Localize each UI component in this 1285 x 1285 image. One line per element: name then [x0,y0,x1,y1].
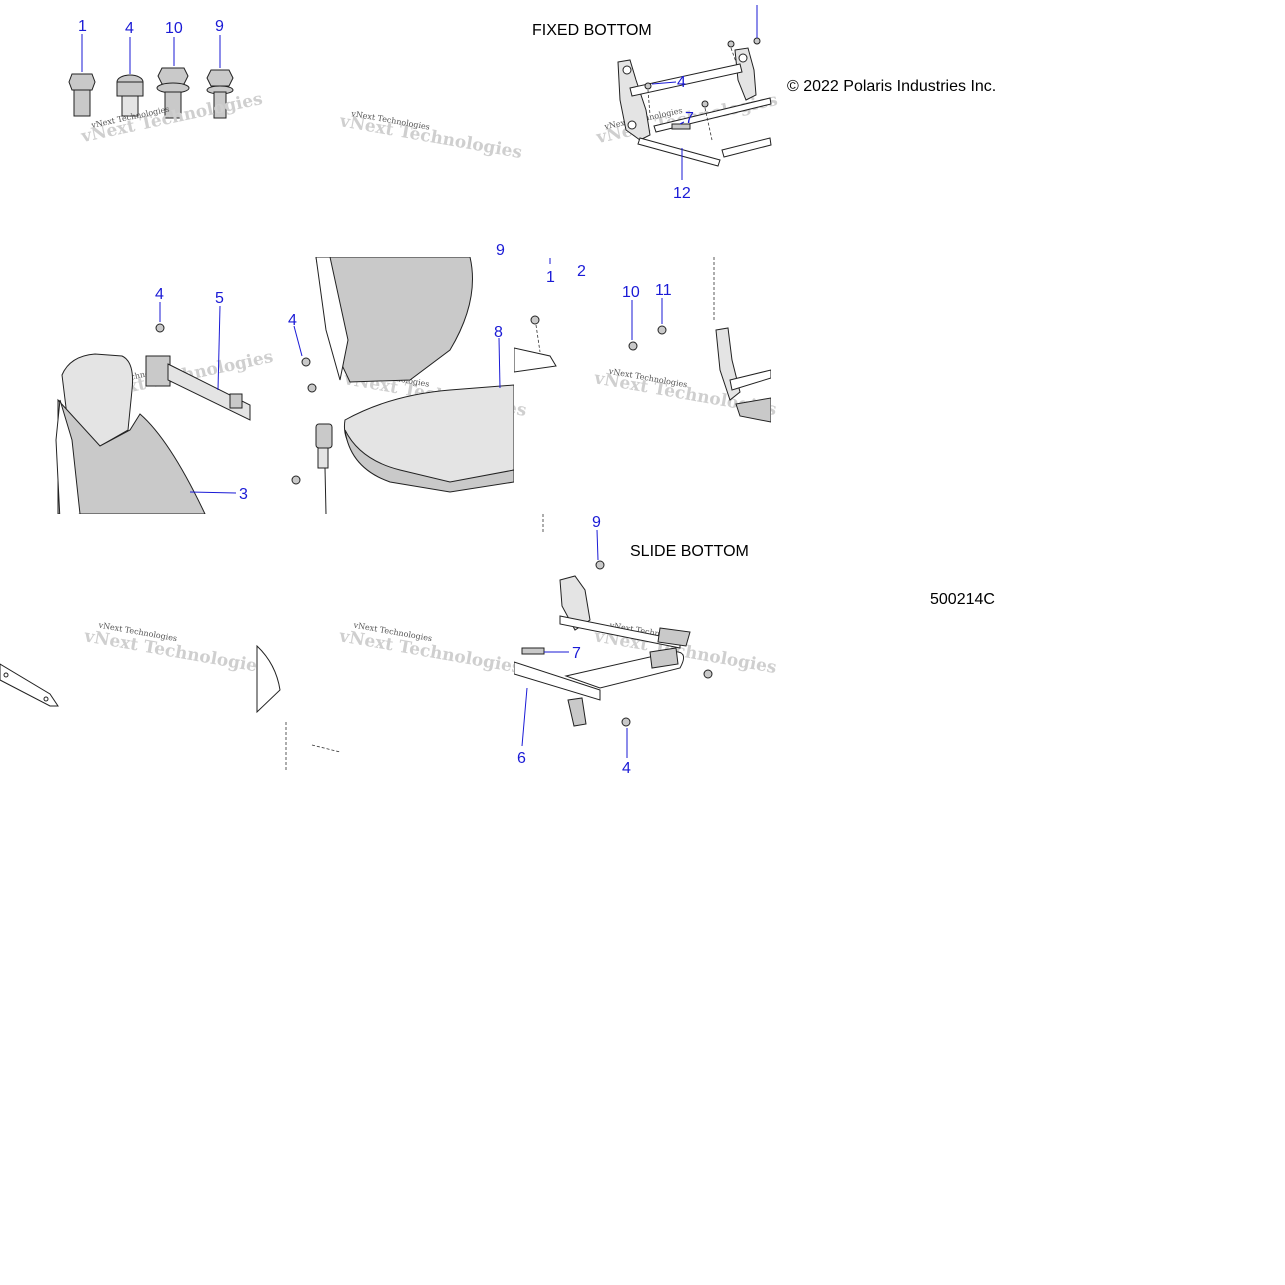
callout-seat-9: 9 [496,242,505,259]
callout-mount-11: 11 [655,282,672,299]
callout-fixed-7: 7 [685,110,694,127]
hardware-group: 1 4 10 9 [68,18,234,119]
callout-hw-10: 10 [165,20,183,37]
callout-back-3: 3 [239,486,248,503]
fixed-bottom-frame: FIXED BOTTOM 4 7 12 [532,5,772,202]
callout-mount-10: 10 [622,284,640,301]
callout-slide-6: 6 [517,750,526,767]
callout-seat-4: 4 [288,312,297,329]
seat-fragment-tile [256,644,341,770]
nut-4-icon [116,74,144,117]
seat-mount-tile: 9 1 2 10 11 [496,242,771,423]
bolt-9-icon [206,69,234,119]
seat-tile: 4 8 [288,257,514,514]
callout-seat-8: 8 [494,324,503,341]
callout-back-4: 4 [155,286,164,303]
fixed-bottom-heading: FIXED BOTTOM [532,22,652,39]
slide-bottom-frame: SLIDE BOTTOM 9 7 6 4 [514,514,749,777]
callout-slide-4: 4 [622,760,631,777]
copyright-notice: © 2022 Polaris Industries Inc. [787,78,996,95]
callout-hw-9: 9 [215,18,224,35]
callout-hw-4: 4 [125,20,134,37]
callout-fixed-12: 12 [673,185,691,202]
seat-back-tile: 4 5 3 [55,286,251,514]
drawing-number: 500214C [930,591,995,608]
callout-hw-1: 1 [78,18,87,35]
callout-slide-9: 9 [592,514,601,531]
callout-seat-2: 2 [577,263,586,280]
callout-slide-7: 7 [572,645,581,662]
flange-bolt-10-icon [156,67,190,119]
bolt-1-icon [68,73,96,117]
callout-fixed-4: 4 [677,74,686,91]
slide-bottom-heading: SLIDE BOTTOM [630,543,749,560]
belt-strap-tile [0,663,59,707]
callout-seat-1: 1 [546,269,555,286]
callout-back-5: 5 [215,290,224,307]
